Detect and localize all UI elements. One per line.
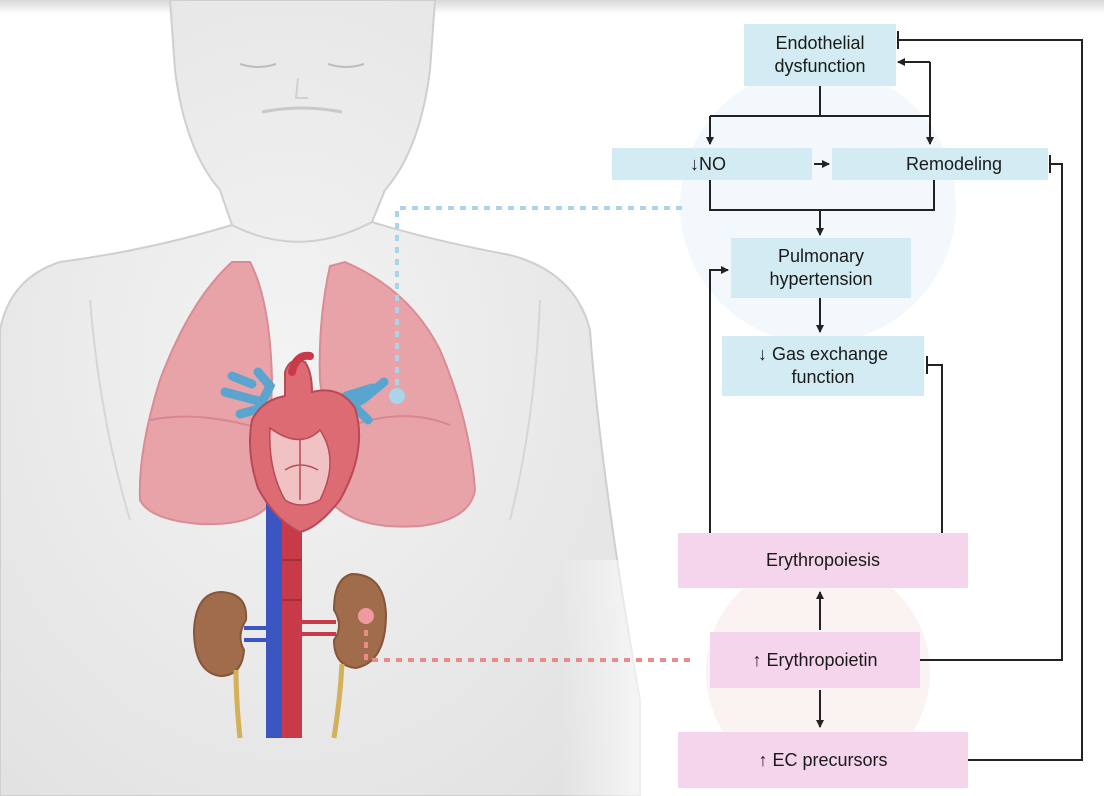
- node-ec-precursors: ↑ EC precursors: [678, 732, 968, 788]
- node-erythropoiesis: Erythropoiesis: [678, 533, 968, 588]
- lung-connector-dot: [389, 388, 405, 404]
- node-pulmonary-hypertension: Pulmonary hypertension: [731, 238, 911, 298]
- node-endothelial-dysfunction: Endothelial dysfunction: [744, 24, 896, 86]
- node-decreased-no-label: ↓NO: [690, 153, 726, 176]
- node-endothelial-dysfunction-label: Endothelial dysfunction: [774, 32, 865, 78]
- node-ec-precursors-label: ↑ EC precursors: [758, 749, 887, 772]
- node-erythropoietin: ↑ Erythropoietin: [710, 632, 920, 688]
- node-pulmonary-hypertension-label: Pulmonary hypertension: [769, 245, 872, 291]
- node-erythropoietin-label: ↑ Erythropoietin: [752, 649, 877, 672]
- kidney-dotted-connector: [366, 616, 690, 660]
- lung-dotted-connector: [397, 208, 682, 396]
- node-remodeling: Remodeling: [832, 148, 1048, 180]
- inhibit-erythropoiesis-gas-exchange: [927, 365, 942, 533]
- node-gas-exchange: ↓ Gas exchange function: [722, 336, 924, 396]
- kidney-connector-dot: [358, 608, 374, 624]
- node-erythropoiesis-label: Erythropoiesis: [766, 549, 880, 572]
- lung-context-circle: [680, 67, 956, 343]
- node-remodeling-label: Remodeling: [906, 153, 1002, 176]
- node-gas-exchange-label: ↓ Gas exchange function: [758, 343, 888, 389]
- node-decreased-no: ↓NO: [612, 148, 812, 180]
- arrow-erythropoiesis-to-ph: [710, 270, 728, 533]
